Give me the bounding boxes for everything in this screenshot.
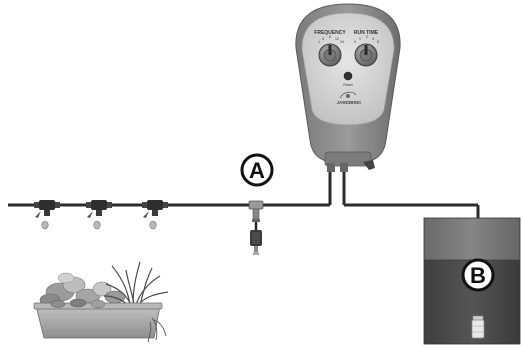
dripper-icon xyxy=(142,200,168,230)
frequency-dial[interactable] xyxy=(318,43,342,67)
runtime-tick-label: 0 xyxy=(354,40,356,44)
freq-tick-label: 24 xyxy=(340,40,344,44)
runtime-tick-label: 1 xyxy=(359,37,361,41)
runtime-tick-label: 3 xyxy=(372,37,374,41)
runtime-tick-label: 5 xyxy=(377,40,379,44)
frequency-label: FREQUENCY xyxy=(314,30,346,36)
reset-label: Reset xyxy=(343,83,352,87)
runtime-tick-label: 2 xyxy=(366,35,368,39)
freq-tick-label: 3 xyxy=(322,37,324,41)
reset-button[interactable]: Reset xyxy=(343,71,353,87)
callout-a: A xyxy=(240,153,274,187)
callout-a-label: A xyxy=(249,158,265,183)
timer-controller: FREQUENCY RUN TIME 1 3 6 12 24 0 1 2 3 5 xyxy=(295,3,401,172)
plant-icon xyxy=(147,317,167,343)
brand-name: JARDIBRIC xyxy=(336,100,362,105)
run-time-dial[interactable] xyxy=(354,43,378,67)
callout-b: B xyxy=(461,258,495,292)
drip-tube xyxy=(8,172,332,207)
filter-icon xyxy=(471,315,485,339)
plant-icon xyxy=(50,298,106,309)
freq-tick-label: 1 xyxy=(318,40,320,44)
brand-logo: JARDIBRIC xyxy=(336,91,362,105)
freq-tick-label: 6 xyxy=(329,35,331,39)
freq-tick-label: 12 xyxy=(335,37,339,41)
planter xyxy=(33,261,169,343)
run-time-label: RUN TIME xyxy=(354,30,379,36)
callout-b-label: B xyxy=(470,263,486,288)
tee-connector-icon xyxy=(248,200,264,255)
dripper-icon xyxy=(86,200,112,230)
dripper-icon xyxy=(34,200,60,230)
